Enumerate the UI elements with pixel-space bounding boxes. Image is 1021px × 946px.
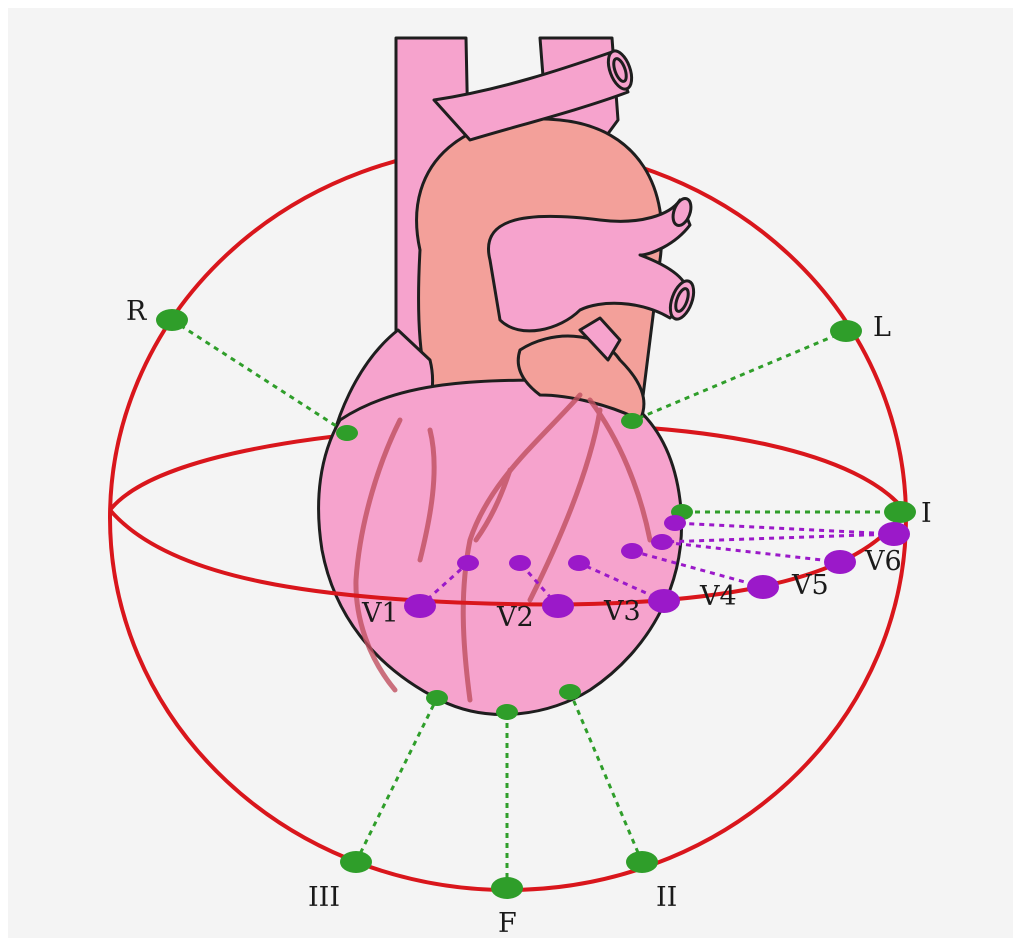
- heart-contact-v1: [457, 555, 479, 571]
- label-v6: V6: [864, 546, 902, 577]
- label-v1: V1: [361, 598, 399, 629]
- label-f: F: [498, 908, 517, 939]
- heart-contact-v3: [568, 555, 590, 571]
- label-v3: V3: [603, 596, 641, 627]
- heart-contact-v6: [664, 515, 686, 531]
- electrode-i: [884, 501, 916, 523]
- label-l: L: [873, 312, 891, 343]
- electrode-ii: [626, 851, 658, 873]
- heart-contact-v4: [621, 543, 643, 559]
- heart-contact-f: [496, 704, 518, 720]
- label-r: R: [126, 296, 147, 327]
- electrode-v3: [648, 589, 680, 613]
- electrode-iii: [340, 851, 372, 873]
- electrode-f: [491, 877, 523, 899]
- label-i: I: [921, 498, 932, 529]
- heart-contact-v5: [651, 534, 673, 550]
- label-iii: III: [308, 882, 340, 913]
- heart-contact-l: [621, 413, 643, 429]
- heart-contact-iii: [426, 690, 448, 706]
- label-v4: V4: [699, 581, 737, 612]
- electrode-r: [156, 309, 188, 331]
- electrode-v1: [404, 594, 436, 618]
- electrode-l: [830, 320, 862, 342]
- heart-contact-r: [336, 425, 358, 441]
- electrode-v4: [747, 575, 779, 599]
- electrode-v6: [878, 522, 910, 546]
- label-v5: V5: [791, 570, 829, 601]
- electrode-v2: [542, 594, 574, 618]
- label-v2: V2: [496, 602, 534, 633]
- label-ii: II: [656, 882, 677, 913]
- electrode-v5: [824, 550, 856, 574]
- heart-contact-v2: [509, 555, 531, 571]
- heart-contact-ii: [559, 684, 581, 700]
